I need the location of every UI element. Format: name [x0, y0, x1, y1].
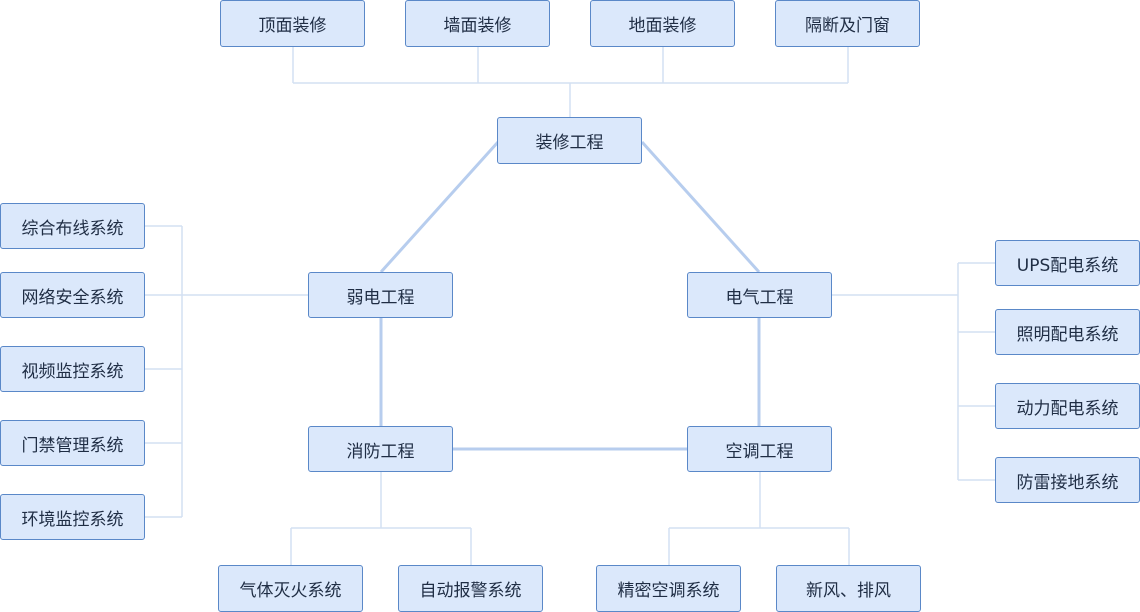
- node-power-distribution: 动力配电系统: [995, 383, 1140, 429]
- node-hvac-engineering: 空调工程: [687, 426, 832, 472]
- node-network-security: 网络安全系统: [0, 272, 145, 318]
- node-ceiling-decoration: 顶面装修: [220, 0, 365, 47]
- node-lightning-grounding: 防雷接地系统: [995, 457, 1140, 503]
- node-fresh-air-exhaust: 新风、排风: [776, 565, 921, 612]
- node-automatic-alarm: 自动报警系统: [398, 565, 543, 612]
- node-gas-fire-suppression: 气体灭火系统: [218, 565, 363, 612]
- node-fire-protection-engineering: 消防工程: [308, 426, 453, 472]
- node-decoration-engineering: 装修工程: [497, 117, 642, 164]
- node-floor-decoration: 地面装修: [590, 0, 735, 47]
- node-wall-decoration: 墙面装修: [405, 0, 550, 47]
- node-lighting-distribution: 照明配电系统: [995, 309, 1140, 355]
- node-video-surveillance: 视频监控系统: [0, 346, 145, 392]
- node-weak-current-engineering: 弱电工程: [308, 272, 453, 318]
- node-ups-distribution: UPS配电系统: [995, 240, 1140, 286]
- node-electrical-engineering: 电气工程: [687, 272, 832, 318]
- node-structured-cabling: 综合布线系统: [0, 203, 145, 249]
- node-precision-air-conditioning: 精密空调系统: [596, 565, 741, 612]
- node-access-control: 门禁管理系统: [0, 420, 145, 466]
- node-environment-monitoring: 环境监控系统: [0, 494, 145, 540]
- node-partition-doors-windows: 隔断及门窗: [775, 0, 920, 47]
